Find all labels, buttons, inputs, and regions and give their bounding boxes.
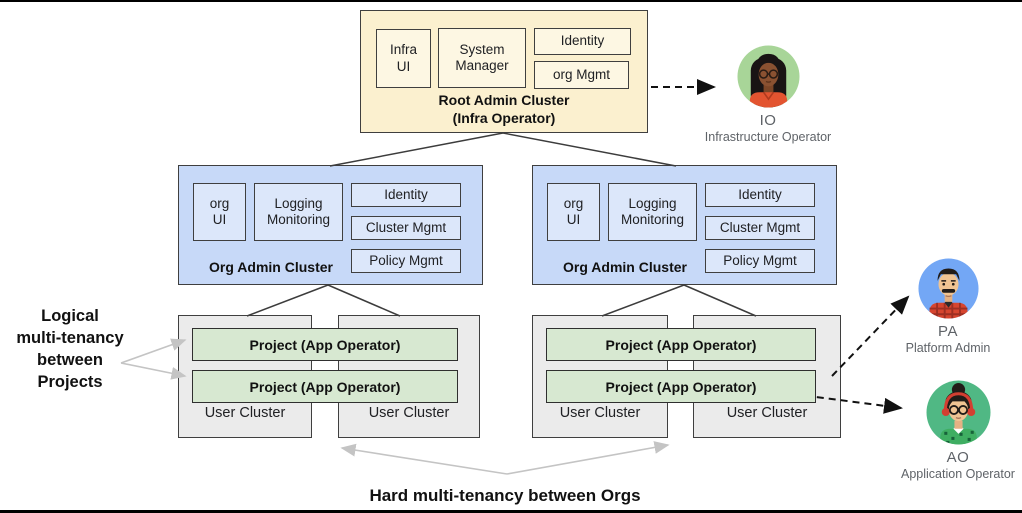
gray-arrow-orgs-right	[506, 441, 670, 475]
bottom-border-bar	[0, 510, 1022, 513]
user-cluster-label: User Cluster	[368, 405, 450, 421]
connector-orgleft-to-uc1	[246, 284, 329, 317]
module-identity: Identity	[351, 183, 461, 207]
connector-orgright-to-uc2	[683, 284, 757, 317]
top-border-bar	[0, 0, 1022, 2]
user-cluster-label: User Cluster	[726, 405, 808, 421]
module-identity: Identity	[705, 183, 815, 207]
module-policy-mgmt: Policy Mgmt	[705, 249, 815, 273]
root-cluster-title: Root Admin Cluster (Infra Operator)	[438, 92, 570, 126]
module-cluster-mgmt: Cluster Mgmt	[351, 216, 461, 240]
connector-orgright-to-uc1	[601, 284, 685, 317]
gray-arrow-orgs-left	[340, 443, 508, 475]
persona-id-label: IO	[759, 112, 777, 129]
module-logging-monitoring: Logging Monitoring	[608, 183, 697, 241]
connector-orgleft-to-uc2	[327, 284, 401, 317]
module-logging-monitoring: Logging Monitoring	[254, 183, 343, 241]
module-policy-mgmt: Policy Mgmt	[351, 249, 461, 273]
pa-avatar-icon	[917, 258, 979, 319]
io-avatar-icon	[736, 45, 800, 108]
org-cluster-title: Org Admin Cluster	[209, 258, 333, 275]
module-org-ui: org UI	[547, 183, 600, 241]
org-cluster-title: Org Admin Cluster	[563, 258, 687, 275]
project-row: Project (App Operator)	[546, 328, 816, 361]
persona-role-label: Platform Admin	[905, 341, 991, 355]
persona-ao: AO Application Operator	[890, 380, 1022, 481]
module-identity: Identity	[534, 28, 631, 55]
module-cluster-mgmt: Cluster Mgmt	[705, 216, 815, 240]
module-org-ui: org UI	[193, 183, 246, 241]
module-infra-ui: Infra UI	[376, 29, 431, 88]
project-row: Project (App Operator)	[192, 328, 458, 361]
module-system-manager: System Manager	[438, 28, 526, 88]
logical-multitenancy-label: Logical multi-tenancy between Projects	[16, 307, 124, 391]
connector-root-to-org-left	[329, 132, 504, 167]
project-row: Project (App Operator)	[192, 370, 458, 403]
project-row: Project (App Operator)	[546, 370, 816, 403]
user-cluster-label: User Cluster	[559, 405, 641, 421]
persona-pa: PA Platform Admin	[880, 258, 1016, 355]
user-cluster-label: User Cluster	[204, 405, 286, 421]
persona-role-label: Application Operator	[901, 467, 1015, 481]
persona-id-label: PA	[938, 323, 958, 340]
persona-role-label: Infrastructure Operator	[704, 130, 832, 144]
connector-root-to-org-right	[502, 132, 677, 167]
persona-id-label: AO	[946, 449, 970, 466]
org-admin-cluster-right: org UI Logging Monitoring Identity Clust…	[532, 165, 837, 285]
hard-multitenancy-label: Hard multi-tenancy between Orgs	[369, 486, 641, 505]
root-admin-cluster: Infra UI System Manager Identity org Mgm…	[360, 10, 648, 133]
module-org-mgmt: org Mgmt	[534, 61, 629, 89]
ao-avatar-icon	[926, 380, 990, 445]
persona-io: IO Infrastructure Operator	[700, 45, 836, 144]
org-admin-cluster-left: org UI Logging Monitoring Identity Clust…	[178, 165, 483, 285]
